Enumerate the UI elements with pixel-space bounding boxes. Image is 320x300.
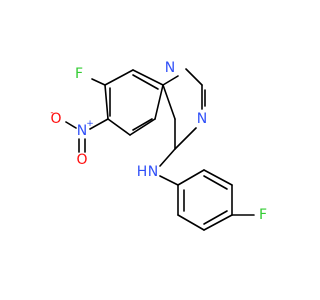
bond [107, 118, 131, 136]
bond [203, 169, 233, 186]
fluorine-atom-label: F [75, 66, 83, 82]
amine-nitrogen-label: N [148, 164, 158, 180]
bond [203, 214, 233, 231]
bond [104, 84, 109, 120]
bond [162, 75, 179, 86]
bond [132, 74, 159, 90]
negative-charge-label: - [50, 108, 53, 118]
bond [91, 78, 106, 86]
bond [159, 175, 179, 186]
ring-nitrogen-label: N [165, 60, 175, 76]
bond [203, 210, 228, 225]
bond [162, 84, 176, 120]
bond [65, 121, 77, 129]
fluorine-atom-label: F [259, 207, 267, 223]
bond [174, 127, 197, 150]
bond [154, 84, 164, 120]
bond [203, 175, 228, 190]
positive-charge-label: + [86, 119, 94, 129]
bond [89, 118, 109, 130]
ring-nitrogen-label: N [197, 111, 207, 127]
bond [132, 118, 153, 131]
bond [132, 69, 164, 86]
bond [129, 118, 156, 136]
amine-hydrogen-label: H [137, 164, 148, 180]
bond [177, 169, 205, 186]
bond [159, 148, 176, 167]
bond [185, 68, 203, 86]
nitro-oxygen-label: O [76, 152, 87, 168]
bond [177, 214, 205, 231]
nitro-nitrogen-label: N [77, 123, 87, 139]
bond [104, 69, 134, 86]
nitro-oxygen-label: O [50, 111, 61, 127]
